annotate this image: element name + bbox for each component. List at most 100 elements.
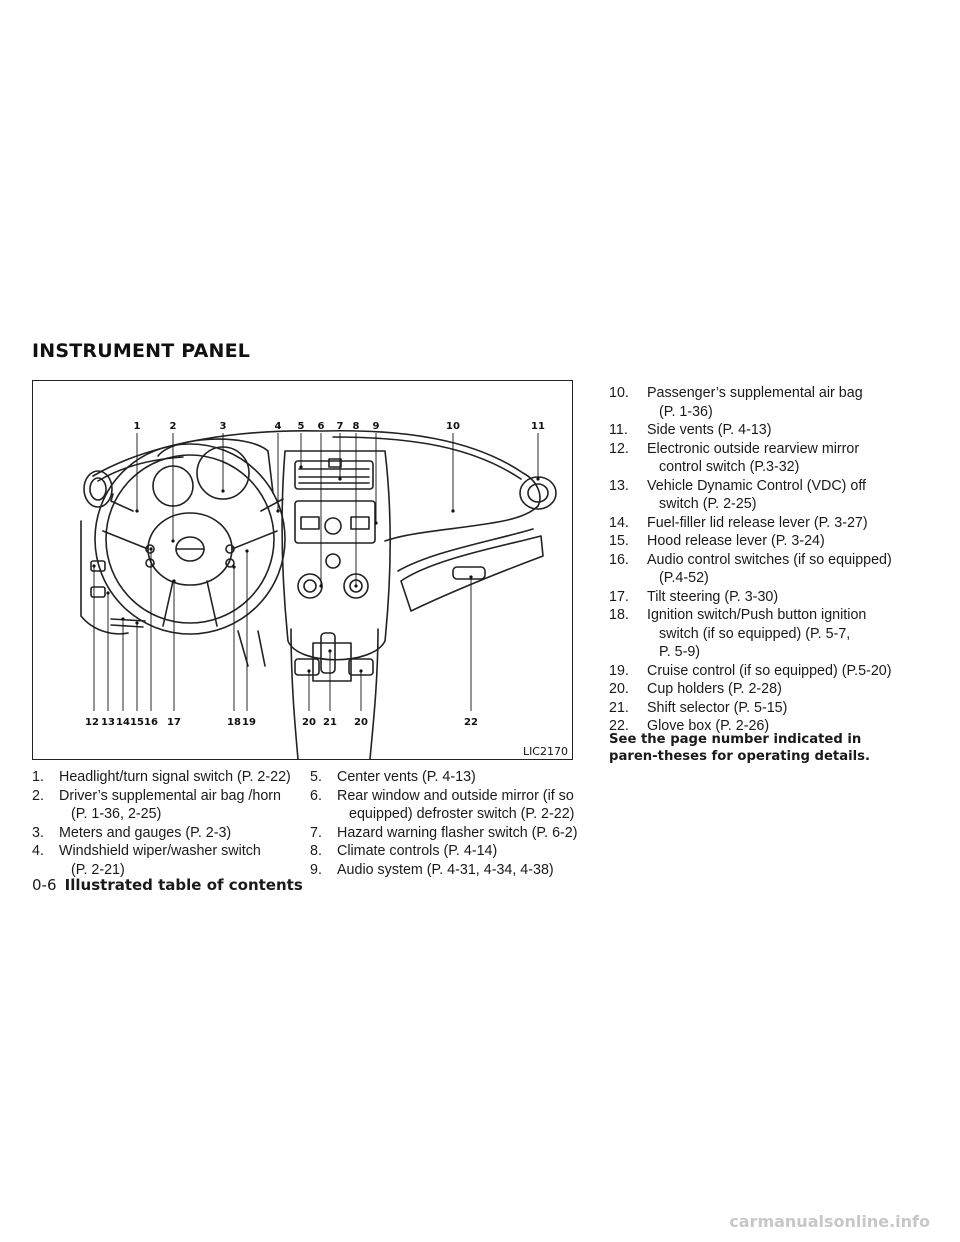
callout-7: 7 xyxy=(337,421,344,432)
legend-item: 15. Hood release lever (P. 3-24) xyxy=(609,532,929,551)
legend-item-continuation: switch (P. 2-25) xyxy=(659,496,757,512)
legend-item-number: 13. xyxy=(609,477,629,494)
cup-holder-left xyxy=(294,658,320,676)
legend-item-number: 6. xyxy=(310,787,322,804)
figure-code: LIC2170 xyxy=(520,745,570,758)
callout-17: 17 xyxy=(167,717,181,728)
legend-item-text: Shift selector (P. 5-15) xyxy=(647,699,788,716)
legend-item-number: 11. xyxy=(609,422,628,438)
callout-2: 2 xyxy=(170,421,177,432)
callout-10: 10 xyxy=(446,421,460,432)
note-text: See the page number indicated in paren-t… xyxy=(609,732,870,764)
legend-item: 2.Driver’s supplemental air bag /horn(P.… xyxy=(32,787,302,824)
legend-item-number: 9. xyxy=(310,861,322,878)
callout-12: 12 xyxy=(85,717,99,728)
legend-item: 22.Glove box (P. 2-26) xyxy=(609,717,929,736)
legend-item: 3. Meters and gauges (P. 2-3) xyxy=(32,824,302,843)
legend-item: 19. Cruise control (if so equipped) (P.5-… xyxy=(609,662,929,681)
legend-item-number: 22. xyxy=(609,718,629,734)
instrument-panel-figure: 1 2 3 4 5 6 7 8 9 10 11 12 13 14 15 16 1… xyxy=(32,380,573,760)
section-title: INSTRUMENT PANEL xyxy=(32,340,251,362)
legend-item-continuation: control switch (P.3-32) xyxy=(659,459,800,475)
watermark: carmanualsonline.info xyxy=(729,1212,930,1231)
callout-9: 9 xyxy=(373,421,380,432)
callout-18: 18 xyxy=(227,717,241,728)
footer-title: Illustrated table of contents xyxy=(64,876,303,894)
legend-list-column-3: 10. Passenger’s supplemental air bag (P. 1… xyxy=(609,384,929,736)
legend-item-number: 17. xyxy=(609,588,629,605)
legend-item-number: 5. xyxy=(310,769,322,785)
legend-item: 21.Shift selector (P. 5-15) xyxy=(609,699,929,718)
legend-item-number: 3. xyxy=(32,824,44,841)
legend-item-text: Vehicle Dynamic Control (VDC) off xyxy=(647,477,867,494)
legend-item: 16. Audio control switches (if so equippe… xyxy=(609,551,929,588)
legend-item-continuation: P. 5-9) xyxy=(659,644,701,660)
callout-20b: 20 xyxy=(354,717,368,728)
legend-item-text: Cruise control (if so equipped) (P.5-20) xyxy=(647,662,892,679)
callout-22: 22 xyxy=(464,717,478,728)
legend-item: 17. Tilt steering (P. 3-30) xyxy=(609,588,929,607)
legend-item-continuation: (P. 1-36, 2-25) xyxy=(71,806,162,822)
legend-item: 1. Headlight/turn signal switch (P. 2-22) xyxy=(32,768,302,787)
legend-item-number: 7. xyxy=(310,824,322,841)
legend-item-text: Passenger’s supplemental air bag xyxy=(647,385,863,401)
legend-item: 11. Side vents (P. 4-13) xyxy=(609,421,929,440)
legend-item: 13. Vehicle Dynamic Control (VDC) off swit… xyxy=(609,477,929,514)
legend-item: 4.Windshield wiper/washer switch(P. 2-21… xyxy=(32,842,302,879)
legend-item-number: 18. xyxy=(609,607,629,623)
callout-20a: 20 xyxy=(302,717,316,728)
legend-item-text: Cup holders (P. 2-28) xyxy=(647,681,782,697)
legend-item-text: Hood release lever (P. 3-24) xyxy=(647,533,825,549)
center-stack xyxy=(281,450,392,661)
legend-item-continuation: equipped) defroster switch (P. 2-22) xyxy=(349,806,575,822)
callout-1: 1 xyxy=(134,421,141,432)
left-side-vent xyxy=(83,470,113,508)
legend-item-text: Hazard warning flasher switch (P. 6-2) xyxy=(337,824,578,841)
legend-item-text: Ignition switch/Push button ignition xyxy=(647,607,867,623)
legend-item-number: 10. xyxy=(609,385,629,401)
callout-8: 8 xyxy=(353,421,360,432)
legend-item-number: 20. xyxy=(609,681,629,697)
legend-item: 14. Fuel-filler lid release lever (P. 3-2… xyxy=(609,514,929,533)
legend-item-text: Side vents (P. 4-13) xyxy=(647,422,772,438)
audio-unit xyxy=(294,500,376,544)
center-vents xyxy=(294,460,374,490)
legend-item-text: Electronic outside rearview mirror xyxy=(647,440,860,457)
legend-item-text: Tilt steering (P. 3-30) xyxy=(647,588,779,605)
callout-11: 11 xyxy=(531,421,545,432)
callout-19: 19 xyxy=(242,717,256,728)
legend-item: 12. Electronic outside rearview mirror con… xyxy=(609,440,929,477)
legend-item-number: 4. xyxy=(32,843,44,859)
legend-list-column-2: 5.Center vents (P. 4-13)6.Rear window an… xyxy=(310,768,590,879)
legend-item-number: 1. xyxy=(32,769,44,785)
legend-item-text: Windshield wiper/washer switch xyxy=(59,843,261,859)
legend-item-number: 14. xyxy=(609,514,629,531)
legend-item: 7. Hazard warning flasher switch (P. 6-2) xyxy=(310,824,590,843)
legend-item-number: 19. xyxy=(609,662,629,679)
legend-item-text: Audio control switches (if so equipped) xyxy=(647,551,892,568)
legend-item-number: 12. xyxy=(609,440,629,457)
callout-16: 16 xyxy=(144,717,158,728)
legend-item-text: Headlight/turn signal switch (P. 2-22) xyxy=(59,769,291,785)
glove-box xyxy=(400,535,544,612)
legend-item-text: Center vents (P. 4-13) xyxy=(337,769,476,785)
shift-selector xyxy=(320,632,336,674)
callout-13: 13 xyxy=(101,717,115,728)
legend-item-text: Climate controls (P. 4-14) xyxy=(337,843,498,859)
callout-3: 3 xyxy=(220,421,227,432)
climate-knob-left xyxy=(297,573,323,599)
legend-item: 8.Climate controls (P. 4-14) xyxy=(310,842,590,861)
legend-item-continuation: (P.4-52) xyxy=(659,570,709,586)
legend-item-continuation: (P. 1-36) xyxy=(659,403,713,420)
legend-item-number: 15. xyxy=(609,533,629,549)
legend-item: 9.Audio system (P. 4-31, 4-34, 4-38) xyxy=(310,861,590,880)
legend-item-text: Meters and gauges (P. 2-3) xyxy=(59,824,232,841)
legend-item-text: Fuel-filler lid release lever (P. 3-27) xyxy=(647,514,868,531)
legend-list-column-1: 1. Headlight/turn signal switch (P. 2-22)… xyxy=(32,768,302,879)
callout-15: 15 xyxy=(130,717,144,728)
legend-item-number: 16. xyxy=(609,551,629,568)
legend-item: 5. Center vents (P. 4-13) xyxy=(310,768,590,787)
page-number: 0-6 xyxy=(32,876,57,894)
glove-box-handle xyxy=(452,566,486,580)
